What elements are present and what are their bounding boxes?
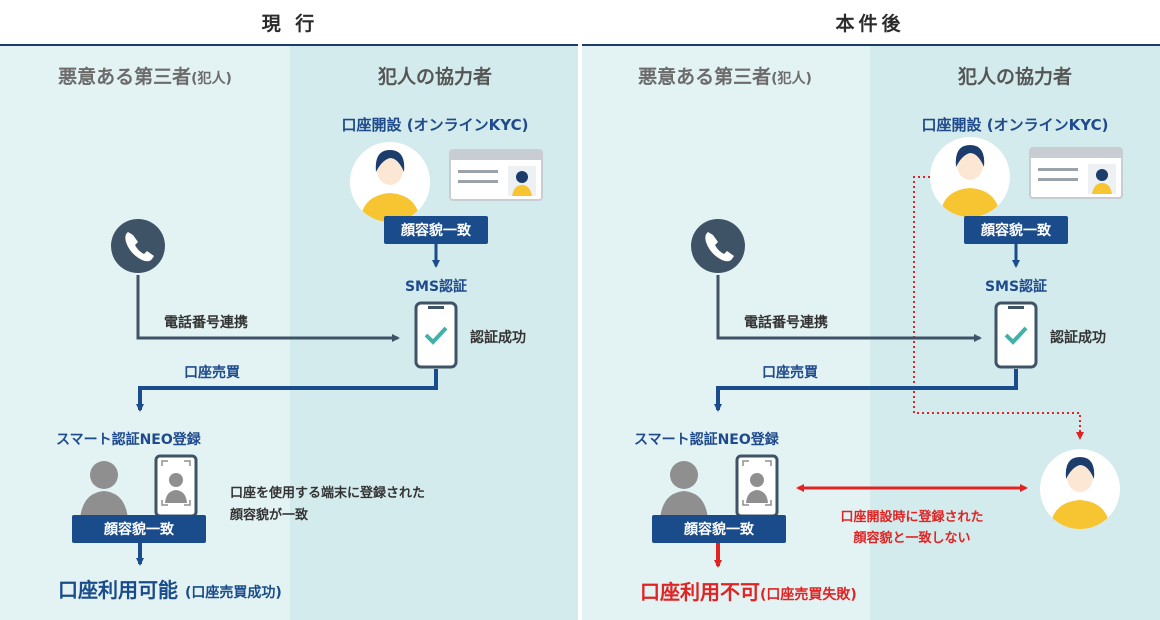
column-label-accomplice: 犯人の協力者 bbox=[377, 66, 492, 88]
auth-success-label: 認証成功 bbox=[1050, 330, 1106, 346]
face-match-badge: 顔容貌一致 bbox=[384, 216, 488, 244]
result-success: 口座利用可能 (口座売買成功) bbox=[58, 578, 282, 602]
smart-auth-label: スマート認証NEO登録 bbox=[634, 432, 779, 448]
face-note-line2: 顔容貌が一致 bbox=[230, 508, 309, 523]
face-scan-phone-icon bbox=[735, 454, 779, 518]
header-underline-current bbox=[0, 44, 578, 46]
face-match-badge: 顔容貌一致 bbox=[964, 216, 1068, 244]
telephone-icon bbox=[691, 219, 745, 273]
smartphone-check-icon bbox=[994, 301, 1038, 369]
column-label-criminal: 悪意ある第三者(犯人) bbox=[638, 66, 812, 88]
account-trade-label: 口座売買 bbox=[184, 365, 240, 381]
header-current: 現 行 bbox=[261, 12, 319, 35]
mismatch-note-line2: 顔容貌と一致しない bbox=[853, 531, 971, 546]
account-open-label: 口座開設 (オンラインKYC) bbox=[341, 116, 529, 134]
phone-link-label: 電話番号連携 bbox=[164, 315, 248, 331]
face-note-line1: 口座を使用する端末に登録された bbox=[230, 486, 426, 501]
auth-success-label: 認証成功 bbox=[470, 330, 526, 346]
mismatch-note-line1: 口座開設時に登録された bbox=[840, 510, 984, 525]
id-card-icon bbox=[1029, 147, 1123, 199]
face-match-badge: 顔容貌一致 bbox=[652, 515, 786, 543]
header-underline-after bbox=[582, 44, 1160, 46]
criminal-person-icon bbox=[80, 461, 128, 520]
sms-auth-label: SMS認証 bbox=[404, 279, 468, 295]
face-scan-phone-icon bbox=[154, 454, 198, 518]
registered-person-icon bbox=[1040, 449, 1120, 529]
accomplice-person-icon bbox=[930, 137, 1010, 217]
result-failure: 口座利用不可(口座売買失敗) bbox=[640, 580, 857, 604]
phone-link-label: 電話番号連携 bbox=[744, 315, 828, 331]
account-trade-label: 口座売買 bbox=[762, 365, 818, 381]
smart-auth-label: スマート認証NEO登録 bbox=[56, 432, 201, 448]
sms-auth-label: SMS認証 bbox=[984, 279, 1048, 295]
header-after: 本件後 bbox=[835, 12, 905, 35]
telephone-icon bbox=[111, 219, 165, 273]
criminal-person-icon bbox=[660, 461, 708, 520]
account-open-label: 口座開設 (オンラインKYC) bbox=[921, 116, 1109, 134]
column-label-criminal: 悪意ある第三者(犯人) bbox=[58, 66, 232, 88]
column-label-accomplice: 犯人の協力者 bbox=[957, 66, 1072, 88]
id-card-icon bbox=[449, 149, 543, 201]
smartphone-check-icon bbox=[414, 301, 458, 369]
section-divider bbox=[578, 0, 582, 620]
accomplice-person-icon bbox=[350, 142, 430, 222]
face-match-badge: 顔容貌一致 bbox=[72, 515, 206, 543]
